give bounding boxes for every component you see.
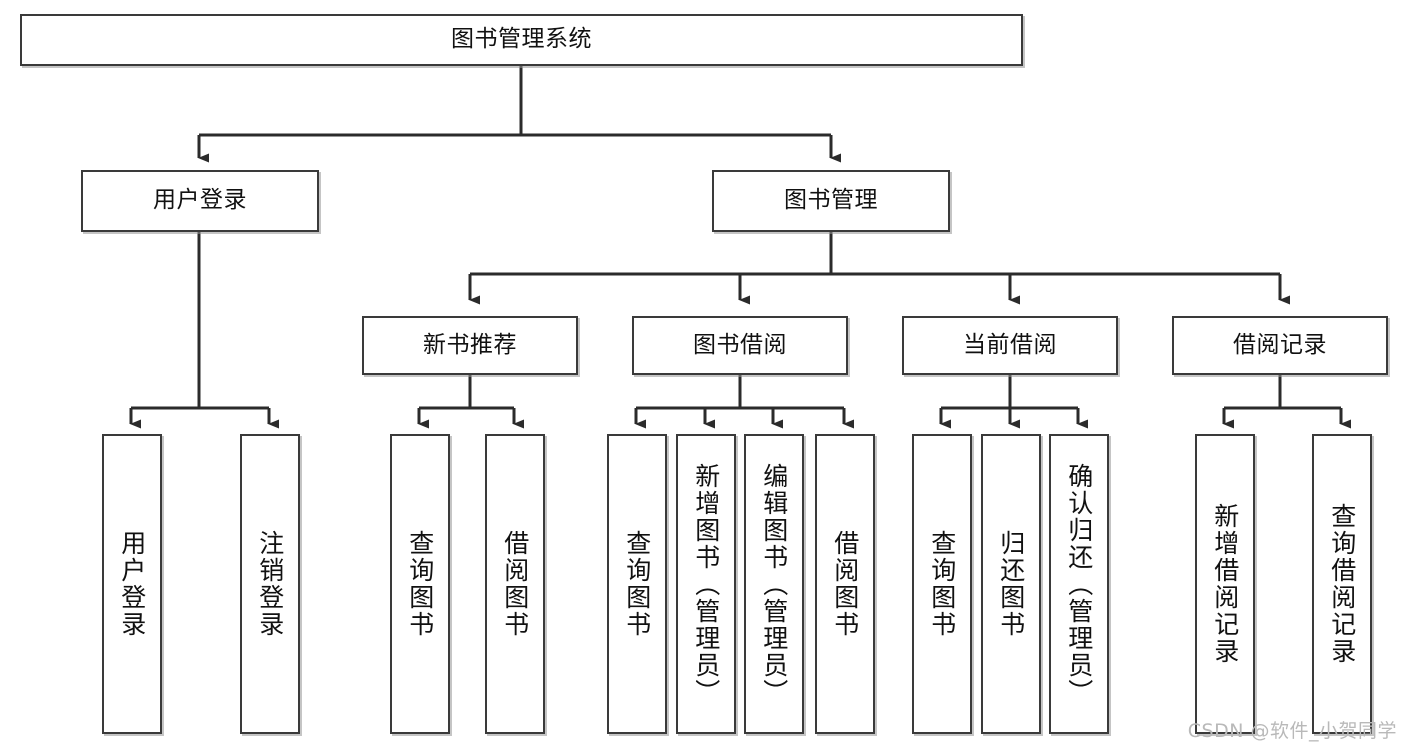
leaf-logout[interactable]: 注销登录	[240, 434, 300, 734]
leaf-query-borrow-record[interactable]: 查询借阅记录	[1312, 434, 1372, 734]
watermark: CSDN @软件_小贺同学	[1187, 720, 1397, 742]
leaf-edit-book-admin[interactable]: 编辑图书（管理员）	[744, 434, 804, 734]
node-current-borrow-label: 当前借阅	[963, 331, 1057, 358]
node-root-label: 图书管理系统	[451, 26, 592, 53]
leaf-query-book[interactable]: 查询图书	[607, 434, 667, 734]
node-new-book-recommend-label: 新书推荐	[423, 331, 517, 358]
leaf-query-book-current-label: 查询图书	[927, 530, 957, 638]
leaf-add-borrow-record[interactable]: 新增借阅记录	[1195, 434, 1255, 734]
leaf-query-book-recommend[interactable]: 查询图书	[390, 434, 450, 734]
leaf-query-book-recommend-label: 查询图书	[405, 530, 435, 638]
node-user-login-label: 用户登录	[153, 187, 247, 214]
leaf-confirm-return-admin-label: 确认归还（管理员）	[1064, 462, 1094, 706]
leaf-add-book-admin-label: 新增图书（管理员）	[691, 462, 721, 706]
node-borrow-record[interactable]: 借阅记录	[1172, 316, 1388, 375]
leaf-return-book-label: 归还图书	[996, 530, 1026, 638]
node-book-borrow-label: 图书借阅	[693, 331, 787, 358]
node-borrow-record-label: 借阅记录	[1233, 331, 1327, 358]
node-current-borrow[interactable]: 当前借阅	[902, 316, 1118, 375]
leaf-query-borrow-record-label: 查询借阅记录	[1327, 503, 1357, 665]
leaf-borrow-book-recommend-label: 借阅图书	[500, 530, 530, 638]
leaf-user-login-label: 用户登录	[117, 530, 147, 638]
node-book-management[interactable]: 图书管理	[712, 170, 950, 232]
leaf-return-book[interactable]: 归还图书	[981, 434, 1041, 734]
leaf-borrow-book-label: 借阅图书	[830, 530, 860, 638]
node-book-management-label: 图书管理	[784, 187, 878, 214]
leaf-add-book-admin[interactable]: 新增图书（管理员）	[676, 434, 736, 734]
leaf-add-borrow-record-label: 新增借阅记录	[1210, 503, 1240, 665]
node-new-book-recommend[interactable]: 新书推荐	[362, 316, 578, 375]
leaf-confirm-return-admin[interactable]: 确认归还（管理员）	[1049, 434, 1109, 734]
leaf-logout-label: 注销登录	[255, 530, 285, 638]
leaf-borrow-book[interactable]: 借阅图书	[815, 434, 875, 734]
node-root[interactable]: 图书管理系统	[20, 14, 1023, 66]
leaf-edit-book-admin-label: 编辑图书（管理员）	[759, 462, 789, 706]
node-user-login[interactable]: 用户登录	[81, 170, 319, 232]
leaf-borrow-book-recommend[interactable]: 借阅图书	[485, 434, 545, 734]
leaf-query-book-current[interactable]: 查询图书	[912, 434, 972, 734]
node-book-borrow[interactable]: 图书借阅	[632, 316, 848, 375]
leaf-query-book-label: 查询图书	[622, 530, 652, 638]
leaf-user-login[interactable]: 用户登录	[102, 434, 162, 734]
